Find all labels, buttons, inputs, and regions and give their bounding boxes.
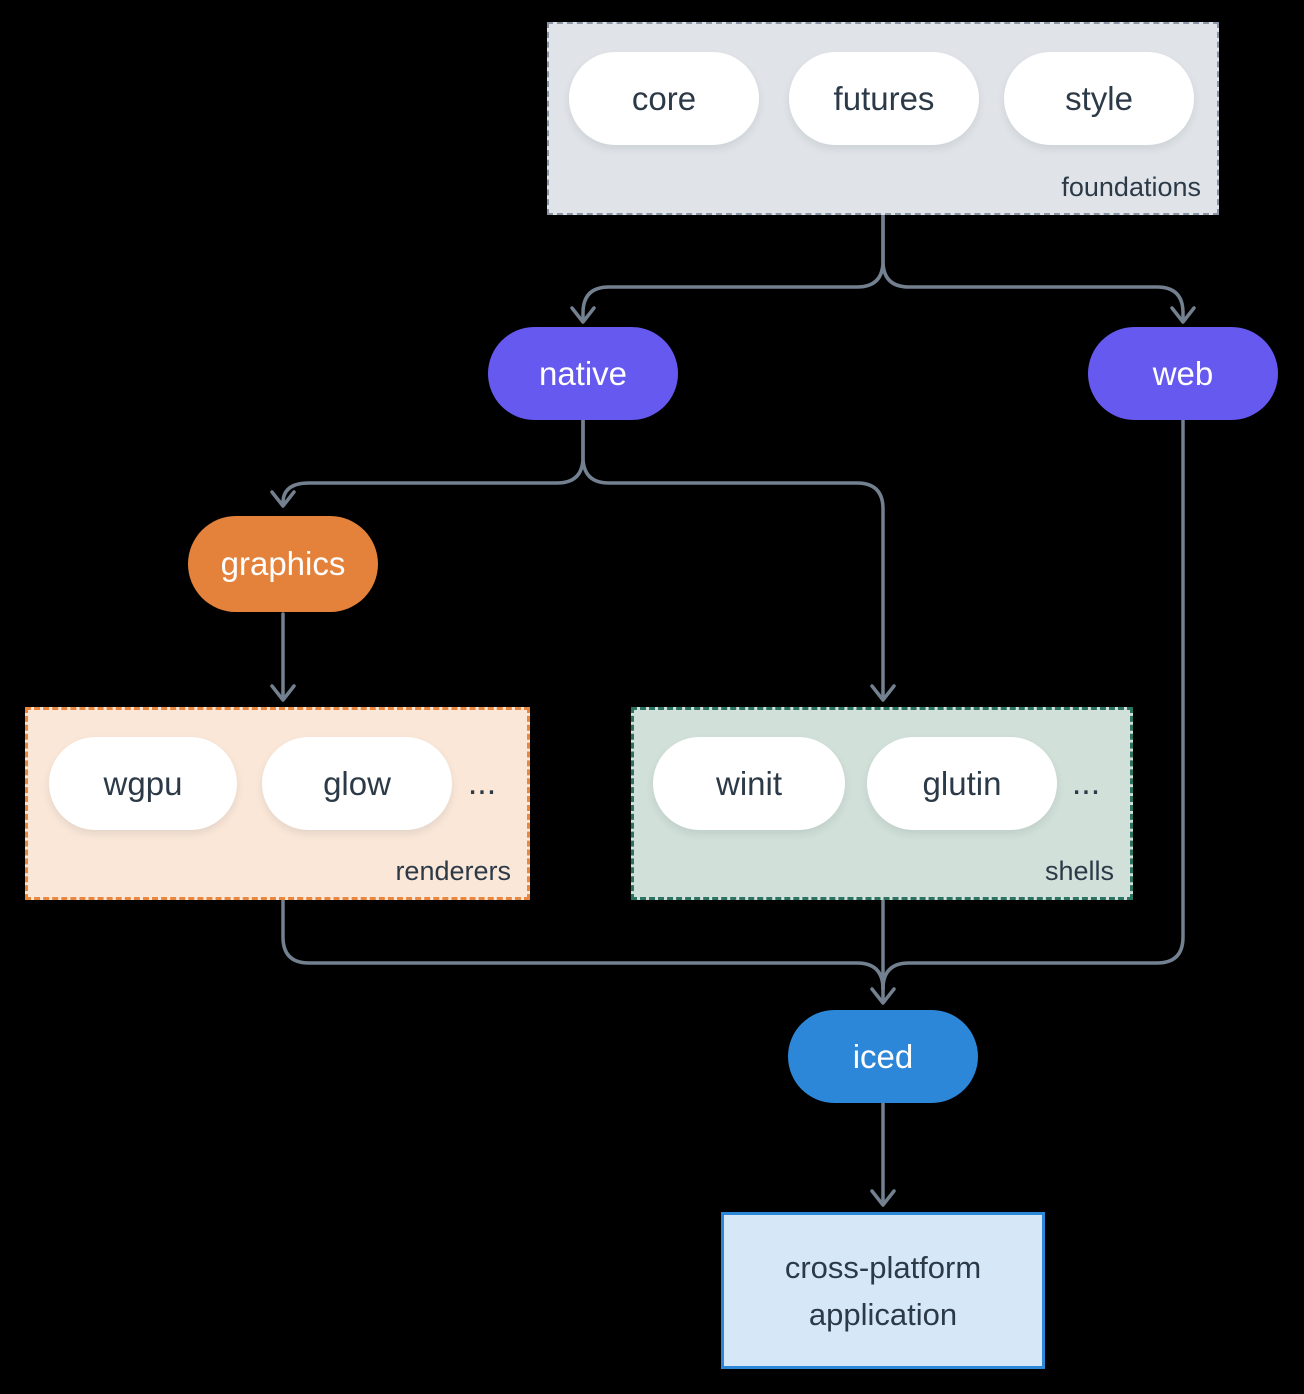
arrow-foundations-to-web <box>881 214 1185 320</box>
arrow-renderers-to-merge <box>281 898 885 991</box>
pill-style: style <box>1004 52 1194 145</box>
shells-ellipsis: ... <box>1071 764 1101 802</box>
arrowhead-graphics <box>270 490 296 508</box>
arrowhead-shells <box>870 684 896 702</box>
pill-futures: futures <box>789 52 979 145</box>
arrowhead-web <box>1170 306 1196 324</box>
arrowhead-renderers <box>270 684 296 702</box>
group-foundations: core futures style foundations <box>547 22 1219 215</box>
pill-winit: winit <box>653 737 845 830</box>
arrow-native-to-graphics <box>281 418 585 505</box>
arrow-native-to-shells <box>581 418 885 698</box>
application-label-line1: cross-platform <box>784 1249 982 1285</box>
arrowhead-application <box>870 1189 896 1207</box>
group-renderers: wgpu glow ... renderers <box>25 707 530 900</box>
group-shells: winit glutin ... shells <box>631 707 1133 900</box>
pill-core: core <box>569 52 759 145</box>
arrow-foundations-to-native <box>581 214 885 320</box>
arrowhead-iced <box>870 987 896 1005</box>
pill-glutin: glutin <box>867 737 1057 830</box>
pill-glow: glow <box>262 737 452 830</box>
node-native: native <box>488 327 678 420</box>
node-web: web <box>1088 327 1278 420</box>
node-iced: iced <box>788 1010 978 1103</box>
arrowhead-native <box>570 306 596 324</box>
group-shells-label: shells <box>1044 856 1114 886</box>
arrow-web-to-merge <box>881 418 1185 991</box>
node-cross-platform-application: cross-platform application <box>721 1212 1045 1369</box>
group-foundations-label: foundations <box>1061 172 1201 202</box>
renderers-ellipsis: ... <box>467 764 497 802</box>
pill-wgpu: wgpu <box>49 737 237 830</box>
application-label-line2: application <box>808 1296 958 1332</box>
node-graphics: graphics <box>188 516 378 612</box>
group-renderers-label: renderers <box>395 856 511 886</box>
